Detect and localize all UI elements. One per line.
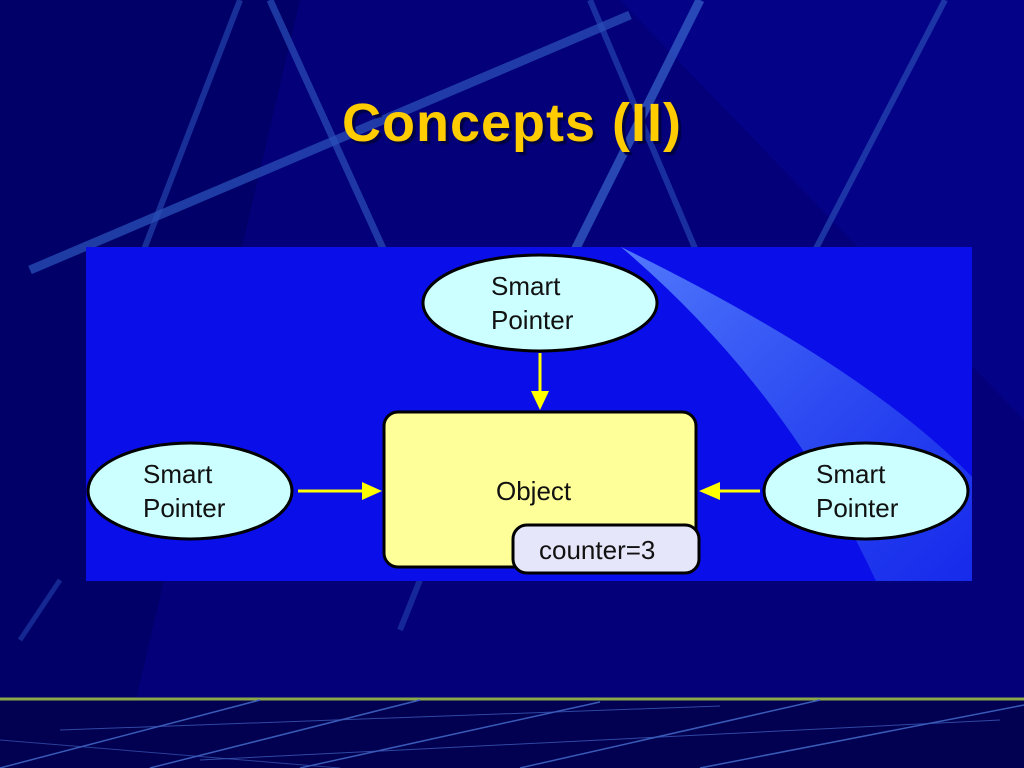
arrow-top-to-object: [531, 353, 549, 410]
slide-title: Concepts (II): [341, 93, 682, 153]
smart-pointer-left-line1: Smart: [143, 459, 213, 489]
counter-badge: counter=3: [511, 523, 701, 575]
smart-pointer-top-line2: Pointer: [491, 305, 574, 335]
counter-label: counter=3: [539, 535, 655, 565]
smart-pointer-right: Smart Pointer: [762, 441, 970, 541]
smart-pointer-left-line2: Pointer: [143, 493, 226, 523]
smart-pointer-right-line1: Smart: [816, 459, 886, 489]
smart-pointer-diagram: Smart Pointer Smart Pointer Smart Pointe…: [86, 247, 972, 581]
smart-pointer-top-line1: Smart: [491, 271, 561, 301]
object-label: Object: [496, 476, 572, 506]
arrow-left-to-object: [298, 482, 382, 500]
smart-pointer-right-line2: Pointer: [816, 493, 899, 523]
smart-pointer-top: Smart Pointer: [421, 253, 659, 353]
smart-pointer-left: Smart Pointer: [86, 441, 294, 541]
arrow-right-to-object: [699, 482, 760, 500]
